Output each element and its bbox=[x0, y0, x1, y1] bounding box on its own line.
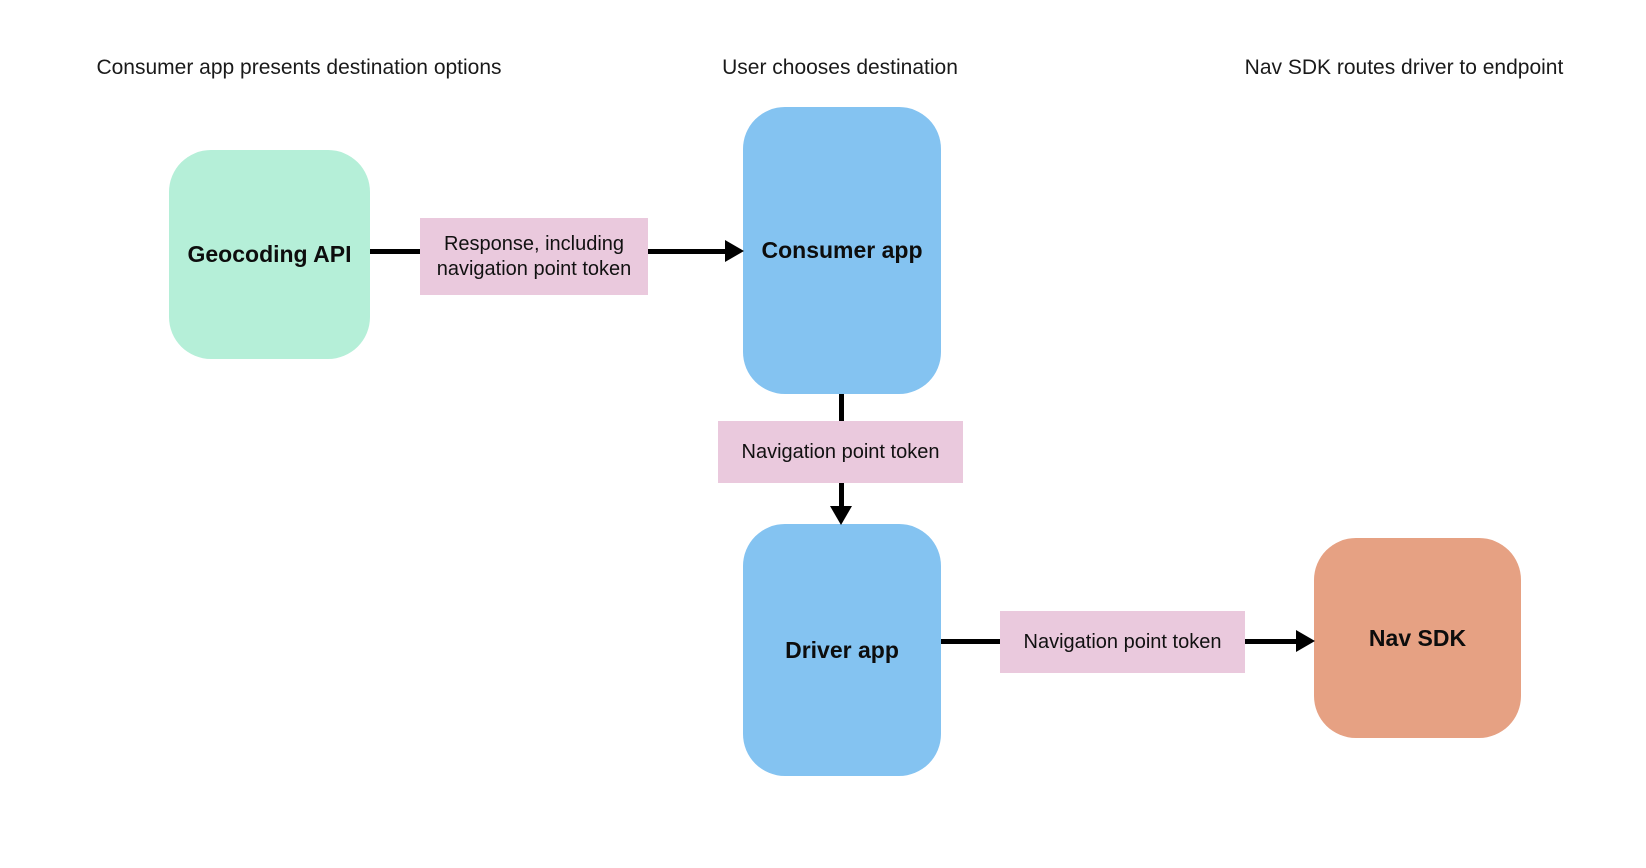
node-driver-app: Driver app bbox=[743, 524, 941, 776]
arrow-label-to-consumer-line bbox=[648, 249, 726, 254]
stage-header-consumer-presents: Consumer app presents destination option… bbox=[96, 56, 502, 79]
edge-label-navigation-point-token-consumer-driver: Navigation point token bbox=[718, 421, 963, 483]
node-geocoding-api: Geocoding API bbox=[169, 150, 370, 359]
arrow-driver-to-label-line bbox=[941, 639, 1000, 644]
edge-label-navigation-point-token-driver-navsdk: Navigation point token bbox=[1000, 611, 1245, 673]
arrowhead-into-consumer-icon bbox=[725, 240, 744, 262]
arrow-consumer-to-label-line bbox=[839, 394, 844, 421]
arrow-label-to-navsdk-line bbox=[1245, 639, 1297, 644]
arrow-label-to-driver-line bbox=[839, 483, 844, 507]
arrowhead-into-driver-icon bbox=[830, 506, 852, 525]
stage-header-user-chooses: User chooses destination bbox=[722, 56, 958, 79]
stage-header-navsdk-routes: Nav SDK routes driver to endpoint bbox=[1244, 56, 1564, 79]
node-geocoding-api-label: Geocoding API bbox=[187, 241, 352, 267]
node-consumer-app-label: Consumer app bbox=[761, 237, 923, 263]
node-nav-sdk: Nav SDK bbox=[1314, 538, 1521, 738]
node-nav-sdk-label: Nav SDK bbox=[1368, 624, 1467, 651]
edge-label-response-including-token: Response, including navigation point tok… bbox=[420, 218, 648, 295]
arrow-geocoding-to-label-line bbox=[370, 249, 420, 254]
arrowhead-into-navsdk-icon bbox=[1296, 630, 1315, 652]
node-driver-app-label: Driver app bbox=[785, 636, 899, 663]
node-consumer-app: Consumer app bbox=[743, 107, 941, 394]
